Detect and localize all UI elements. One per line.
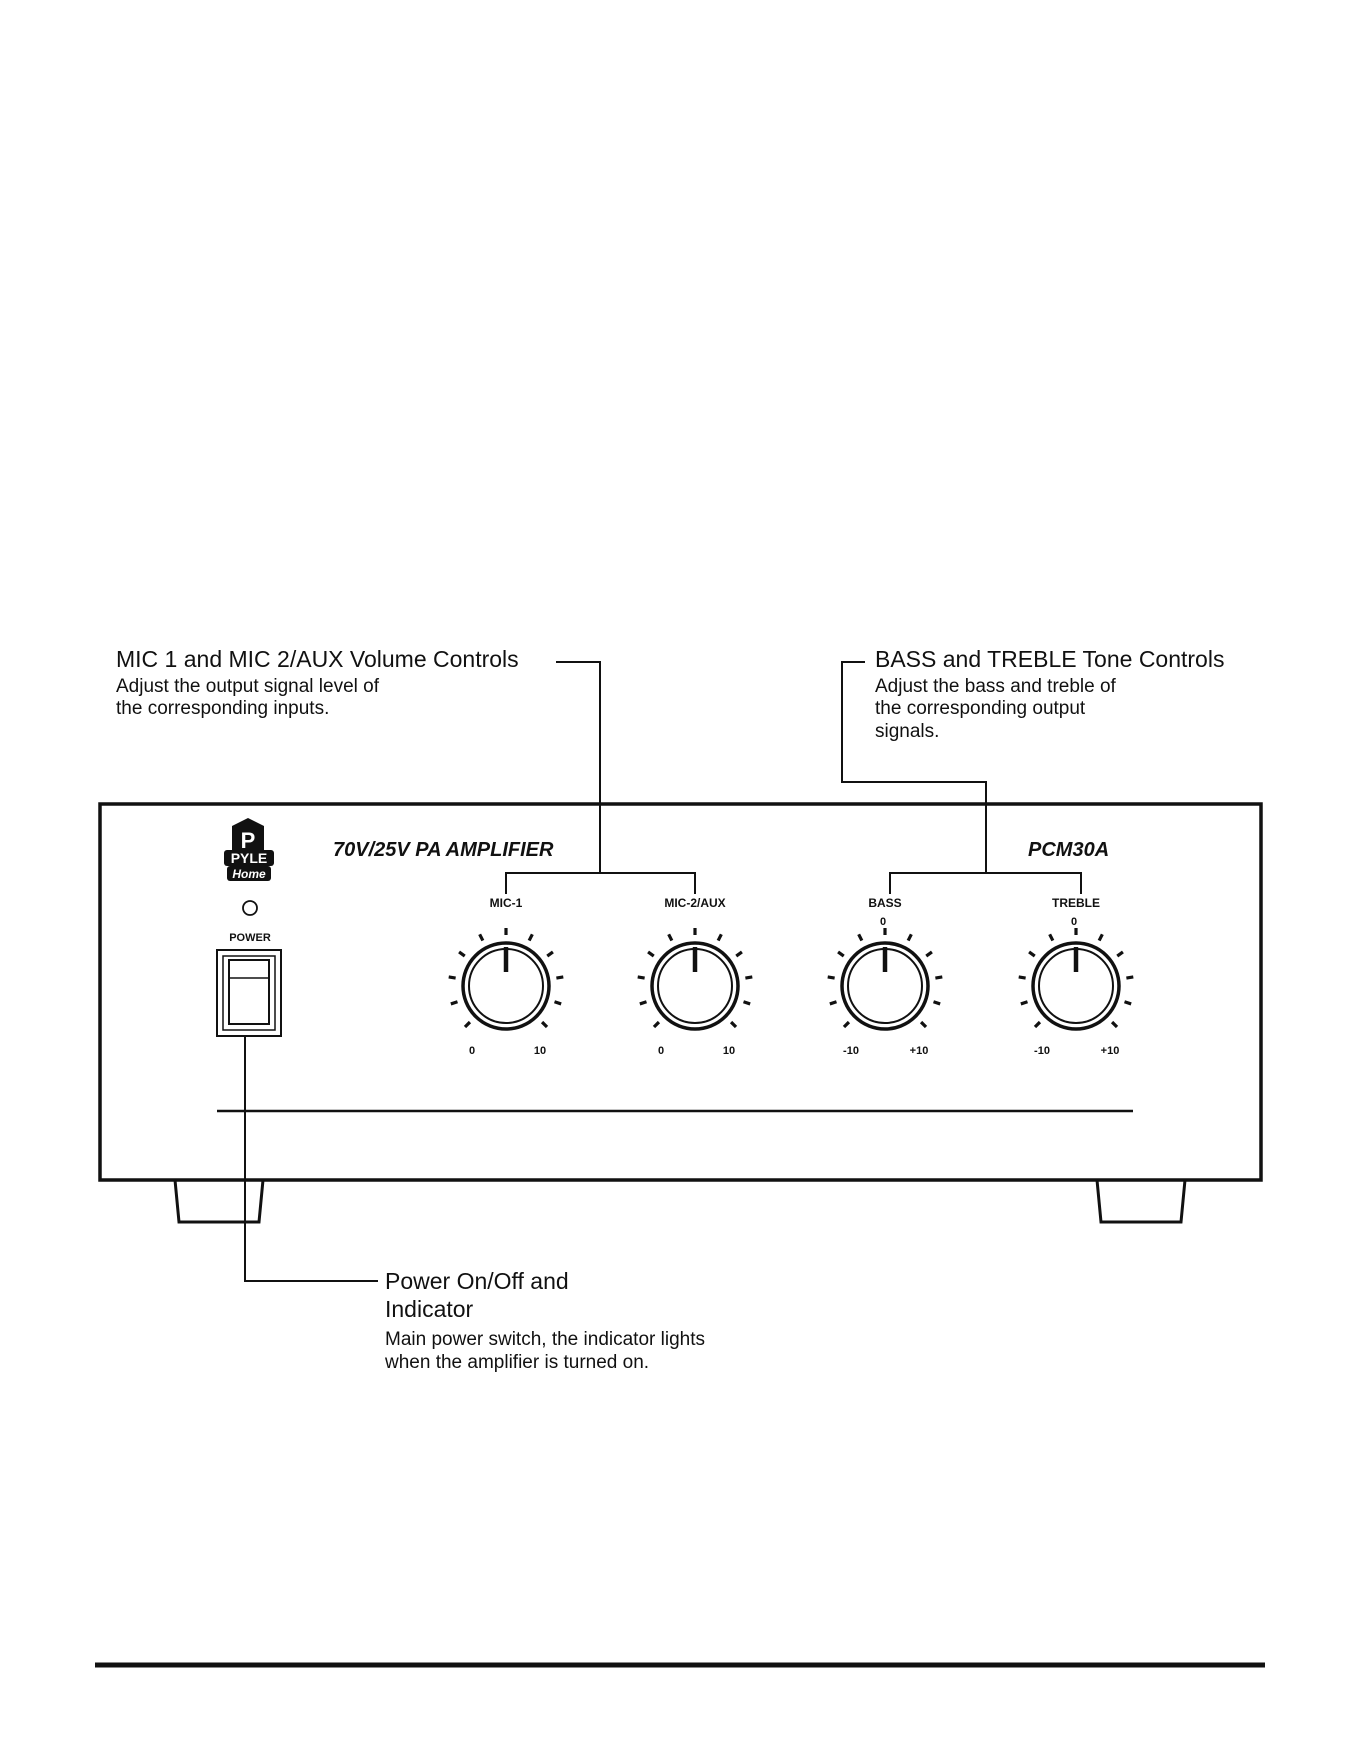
knob-tick-mark xyxy=(540,1020,549,1029)
knob-tick-mark xyxy=(1124,1000,1132,1006)
power-desc-line: when the amplifier is turned on. xyxy=(385,1351,650,1373)
knob-tick-mark xyxy=(1116,950,1124,958)
tone-desc-line: the corresponding output xyxy=(875,698,1086,720)
amplifier-chassis xyxy=(98,802,1263,1182)
knob-tick-mark xyxy=(458,950,466,958)
knob-tick-mark xyxy=(556,975,564,980)
knob-tick-mark xyxy=(478,933,485,942)
knob-max-label: +10 xyxy=(910,1045,929,1057)
knob-tick-mark xyxy=(667,933,674,942)
knob-tick-mark xyxy=(729,1020,738,1029)
power-desc-line: Main power switch, the indicator lights xyxy=(385,1329,705,1351)
knob-tick-mark xyxy=(857,933,864,942)
knob-mic-2-aux[interactable]: MIC-2/AUX 0 10 xyxy=(637,896,753,1057)
knob-max-label: +10 xyxy=(1101,1045,1120,1057)
model-description: 70V/25V PA AMPLIFIER xyxy=(333,839,554,861)
knob-tick-mark xyxy=(554,1000,562,1006)
knob-tick-mark xyxy=(716,933,723,942)
svg-text:P: P xyxy=(241,828,256,853)
svg-text:PYLE: PYLE xyxy=(231,850,268,866)
knob-label: MIC-1 xyxy=(490,896,523,910)
tone-controls-description: Adjust the bass and treble of the corres… xyxy=(875,676,1224,744)
knob-label: TREBLE xyxy=(1052,896,1100,910)
knob-max-label: 10 xyxy=(723,1045,735,1057)
power-label: POWER xyxy=(229,932,271,944)
knob-tick-mark xyxy=(527,933,534,942)
knob-controls: MIC-1 0 10 MIC-2/AUX 0 10 BASS 0 -10 +10 TREBLE 0 -1… xyxy=(448,896,1134,1057)
knob-label: MIC-2/AUX xyxy=(664,896,725,910)
knob-tick-mark xyxy=(933,1000,941,1006)
volume-desc-line: Adjust the output signal level of xyxy=(116,675,380,697)
tone-desc-line: signals. xyxy=(875,721,940,743)
knob-tick-mark xyxy=(735,950,743,958)
knob-tick-mark xyxy=(743,1000,751,1006)
knob-tick-mark xyxy=(1110,1020,1119,1029)
power-switch[interactable] xyxy=(216,949,282,1037)
knob-tick-mark xyxy=(448,975,456,980)
knob-tick-mark xyxy=(1126,975,1134,980)
knob-tick-mark xyxy=(652,1020,661,1029)
knob-min-label: 0 xyxy=(469,1045,475,1057)
power-callout: Power On/Off and Indicator Main power sw… xyxy=(385,1268,705,1375)
knob-tick-mark xyxy=(637,975,645,980)
svg-text:Home: Home xyxy=(232,867,266,881)
knob-tick-mark xyxy=(827,975,835,980)
volume-controls-title: MIC 1 and MIC 2/AUX Volume Controls xyxy=(116,646,519,672)
volume-leader-line xyxy=(556,661,601,873)
power-callout-title: Power On/Off and Indicator xyxy=(385,1268,705,1323)
knob-label: BASS xyxy=(868,896,901,910)
knob-center-label: 0 xyxy=(1071,916,1077,928)
knob-tick-mark xyxy=(647,950,655,958)
knob-center-label: 0 xyxy=(880,916,886,928)
knob-tick-mark xyxy=(906,933,913,942)
tone-leader-line xyxy=(841,661,987,873)
knob-tick-mark xyxy=(450,1000,458,1006)
volume-desc-line: the corresponding inputs. xyxy=(116,698,330,720)
pyle-home-logo: P PYLE Home xyxy=(224,818,274,881)
knob-mic-1[interactable]: MIC-1 0 10 xyxy=(448,896,564,1057)
left-foot xyxy=(173,1179,265,1224)
power-indicator-led xyxy=(242,900,258,916)
right-foot xyxy=(1095,1179,1187,1224)
knob-tick-mark xyxy=(1048,933,1055,942)
tone-controls-title: BASS and TREBLE Tone Controls xyxy=(875,646,1225,672)
knob-tick-mark xyxy=(639,1000,647,1006)
knob-max-label: 10 xyxy=(534,1045,546,1057)
knob-tick-mark xyxy=(546,950,554,958)
tone-desc-line: Adjust the bass and treble of xyxy=(875,675,1116,697)
knob-min-label: -10 xyxy=(843,1045,859,1057)
callout-leader-lines xyxy=(244,661,1082,1282)
knob-bass[interactable]: BASS 0 -10 +10 xyxy=(827,896,943,1057)
knob-tick-mark xyxy=(842,1020,851,1029)
knob-tick-mark xyxy=(1018,975,1026,980)
power-title-line: Power On/Off and xyxy=(385,1268,569,1294)
knob-tick-mark xyxy=(925,950,933,958)
knob-tick-mark xyxy=(829,1000,837,1006)
knob-tick-mark xyxy=(463,1020,472,1029)
knob-tick-mark xyxy=(1033,1020,1042,1029)
knob-tick-mark xyxy=(837,950,845,958)
model-number: PCM30A xyxy=(1028,839,1109,861)
power-leader-line xyxy=(244,1036,378,1282)
knob-tick-mark xyxy=(1097,933,1104,942)
knob-tick-mark xyxy=(935,975,943,980)
knob-min-label: 0 xyxy=(658,1045,664,1057)
power-callout-description: Main power switch, the indicator lights … xyxy=(385,1329,705,1375)
knob-tick-mark xyxy=(745,975,753,980)
tone-controls-callout: BASS and TREBLE Tone Controls Adjust the… xyxy=(875,646,1224,744)
knob-tick-mark xyxy=(919,1020,928,1029)
volume-controls-description: Adjust the output signal level of the co… xyxy=(116,676,519,722)
volume-bracket xyxy=(505,872,696,894)
tone-bracket xyxy=(889,872,1082,894)
knob-tick-mark xyxy=(1020,1000,1028,1006)
knob-tick-mark xyxy=(1028,950,1036,958)
knob-min-label: -10 xyxy=(1034,1045,1050,1057)
volume-controls-callout: MIC 1 and MIC 2/AUX Volume Controls Adju… xyxy=(116,646,519,721)
knob-treble[interactable]: TREBLE 0 -10 +10 xyxy=(1018,896,1134,1057)
power-title-line: Indicator xyxy=(385,1295,474,1322)
